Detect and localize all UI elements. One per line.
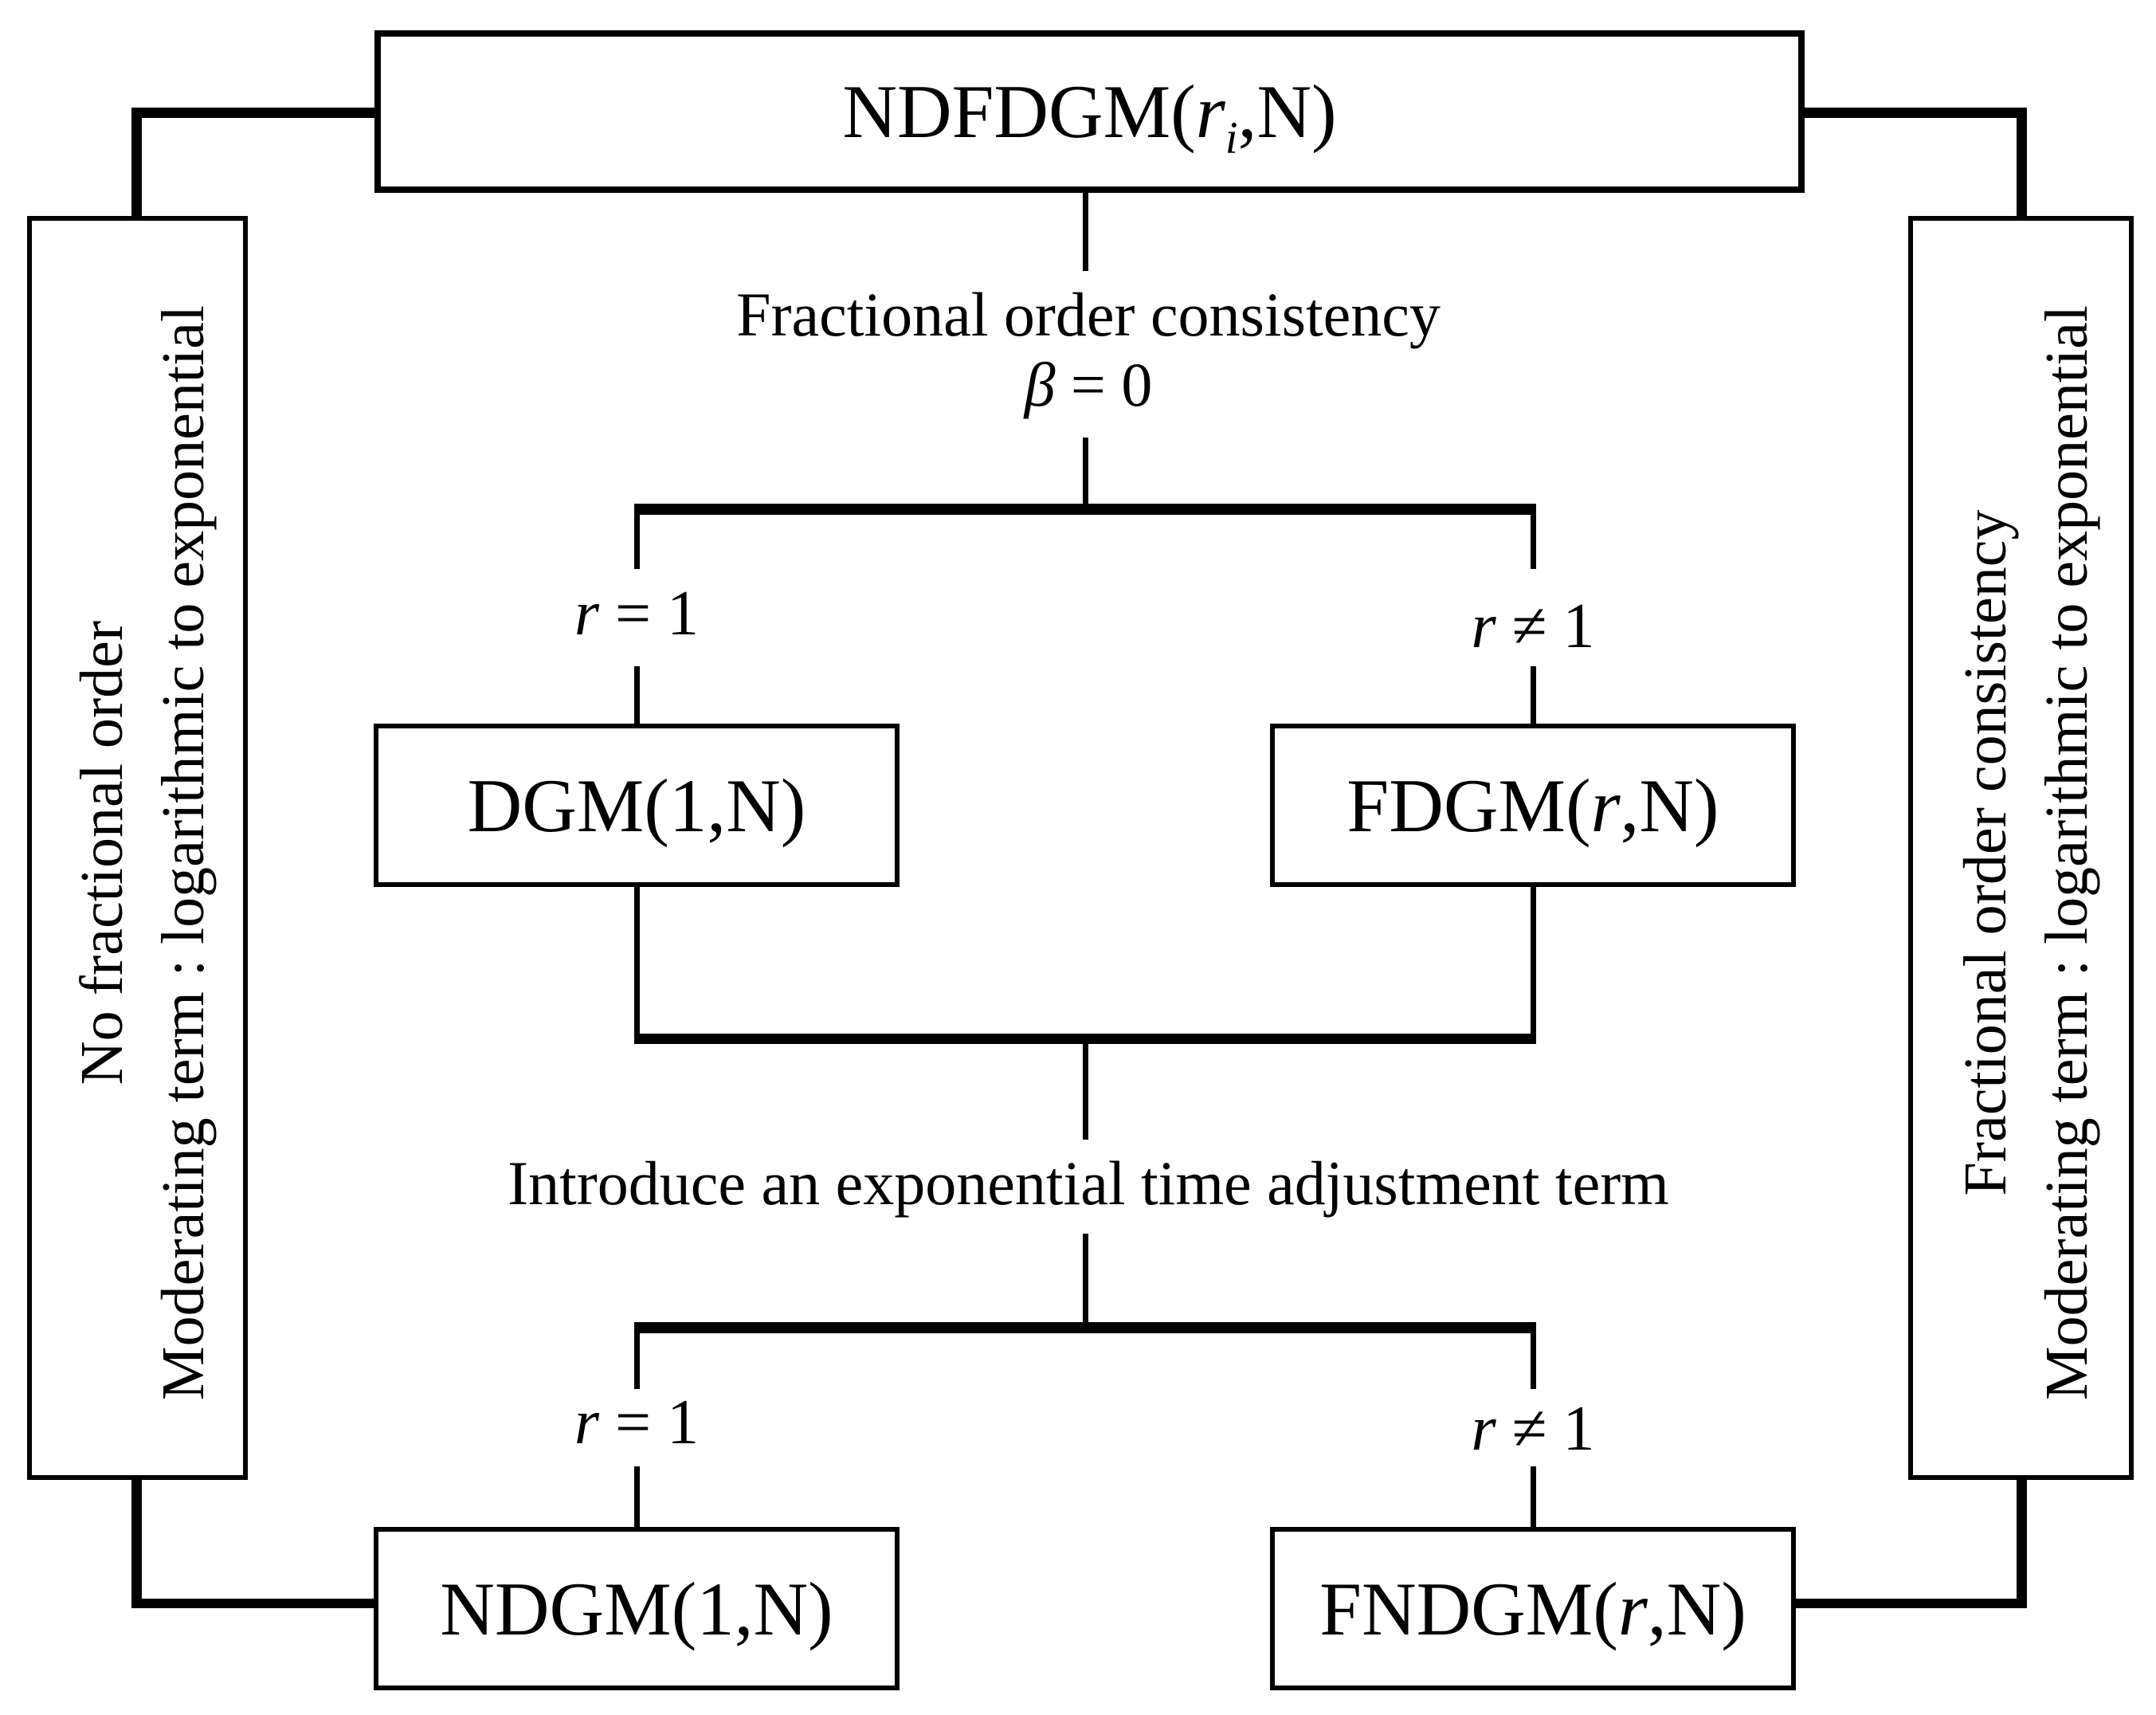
connector-bottomright-vertical [2017,1477,2027,1608]
connector-bottomleft-horizontal [134,1599,374,1608]
merge-right-vertical [1531,887,1536,1038]
connector-topleft-horizontal [134,108,374,118]
side-panel-right-line1: Fractional order consistency [1951,509,2019,1196]
connector-topright-vertical [2017,108,2027,219]
branch-bar-lower [634,1322,1536,1333]
node-fndgm: FNDGM(r,N) [1270,1527,1796,1690]
merge-left-vertical [634,887,640,1038]
branch-bar-upper [634,504,1536,515]
node-dgm: DGM(1,N) [374,724,900,887]
label-lower-r-notequal-1: r ≠ 1 [1471,1394,1595,1464]
connector-bottomleft-vertical [131,1477,142,1608]
spine-topbox-to-caption [1083,193,1088,271]
node-fndgm-label: FNDGM(r,N) [1319,1566,1746,1651]
caption-introduce-term: Introduce an exponential time adjustment… [508,1148,1669,1218]
node-ndgm: NDGM(1,N) [374,1527,900,1690]
spine-mergebar-down [1083,1042,1088,1140]
connector-topleft-vertical [131,108,142,219]
side-panel-right: Fractional order consistency Moderating … [1908,216,2134,1480]
side-panel-left: No fractional order Moderating term : lo… [27,216,248,1480]
side-panel-right-line2: Moderating term : logarithmic to exponen… [2033,305,2100,1400]
caption-beta-condition: β = 0 [1024,350,1153,419]
node-fdgm: FDGM(r,N) [1270,724,1796,887]
merge-bar [634,1034,1536,1044]
branch-upper-right-stub-a [1531,515,1536,569]
node-fdgm-label: FDGM(r,N) [1347,763,1719,848]
node-ndgm-label: NDGM(1,N) [440,1566,833,1651]
branch-upper-right-stub-b [1531,666,1536,724]
branch-upper-left-stub-b [634,666,640,724]
branch-lower-right-stub-b [1531,1466,1536,1527]
connector-bottomright-horizontal [1796,1599,2027,1608]
branch-upper-left-stub-a [634,515,640,569]
spine-caption-to-branchbar2 [1083,1234,1088,1325]
branch-lower-right-stub-a [1531,1333,1536,1389]
label-upper-r-notequal-1: r ≠ 1 [1471,591,1595,661]
label-upper-r-equal-1: r = 1 [574,579,700,649]
label-lower-r-equal-1: r = 1 [574,1387,700,1458]
connector-topright-horizontal [1805,108,2027,118]
side-panel-left-line2: Moderating term : logarithmic to exponen… [149,305,217,1400]
side-panel-right-text: Fractional order consistency Moderating … [1913,221,2129,1475]
node-dgm-label: DGM(1,N) [467,763,806,848]
spine-caption-to-branchbar1 [1083,438,1088,506]
caption-fractional-order-consistency: Fractional order consistency [736,280,1441,349]
node-ndfdgm: NDFDGM(ri,N) [374,30,1805,193]
node-ndfdgm-label: NDFDGM(ri,N) [842,69,1337,163]
side-panel-left-line1: No fractional order [68,620,135,1085]
side-panel-left-text: No fractional order Moderating term : lo… [32,221,243,1475]
branch-lower-left-stub-b [634,1466,640,1527]
branch-lower-left-stub-a [634,1333,640,1389]
